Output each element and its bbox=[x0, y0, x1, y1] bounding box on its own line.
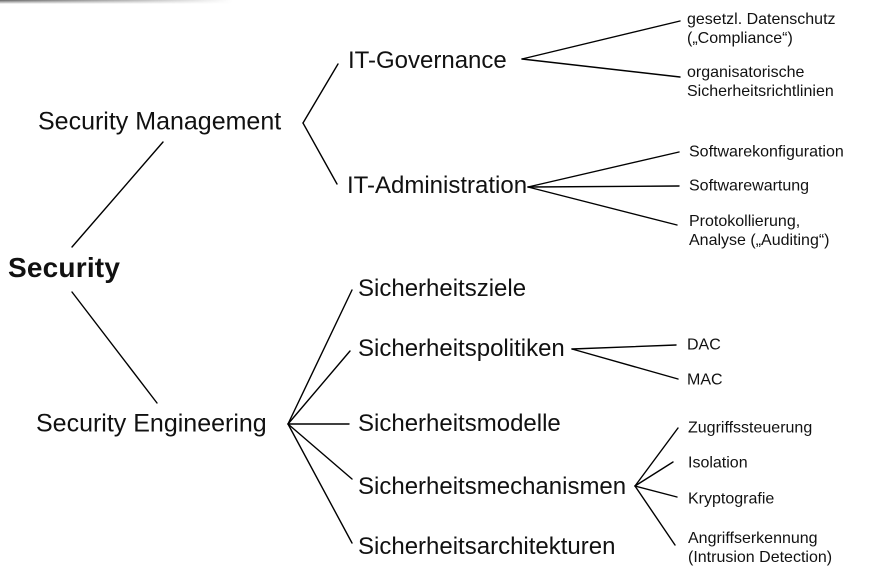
edge-sm-itadministration bbox=[302, 122, 338, 185]
edge-security-management bbox=[71, 141, 164, 248]
edge-politiken-dac bbox=[571, 344, 677, 350]
leaf-mac: MAC bbox=[687, 371, 723, 389]
edge-itg-richtlinien bbox=[521, 58, 681, 78]
leaf-isolation: Isolation bbox=[688, 454, 748, 472]
leaf-dac: DAC bbox=[687, 336, 721, 354]
node-sicherheitsziele: Sicherheitsziele bbox=[358, 275, 527, 302]
edge-se-architekturen bbox=[287, 423, 353, 544]
edge-se-mechanismen bbox=[287, 423, 353, 480]
node-security: Security bbox=[8, 252, 121, 283]
node-security-management: Security Management bbox=[38, 107, 282, 136]
leaf-softwarewartung: Softwarewartung bbox=[689, 177, 810, 195]
edge-itg-datenschutz bbox=[521, 20, 681, 60]
node-sicherheitsmodelle: Sicherheitsmodelle bbox=[358, 410, 561, 437]
edge-security-engineering bbox=[71, 291, 158, 404]
leaf-protokollierung-analyse: Protokollierung, Analyse („Auditing“) bbox=[689, 213, 830, 249]
edge-mech-zugriff bbox=[634, 427, 679, 487]
leaf-softwarekonfiguration: Softwarekonfiguration bbox=[689, 143, 844, 161]
screenshot-edge-artifact bbox=[0, 0, 232, 4]
edge-mech-kryptografie bbox=[634, 485, 678, 498]
leaf-angriffserkennung: Angriffserkennung (Intrusion Detection) bbox=[688, 530, 833, 566]
node-sicherheitsarchitekturen: Sicherheitsarchitekturen bbox=[358, 533, 616, 560]
leaf-zugriffssteuerung: Zugriffssteuerung bbox=[688, 419, 813, 437]
leaf-kryptografie: Kryptografie bbox=[688, 490, 775, 508]
edge-ita-softwarewartung bbox=[527, 185, 680, 188]
edge-ita-protokollierung bbox=[527, 186, 678, 226]
node-it-administration: IT-Administration bbox=[347, 172, 528, 199]
edge-sm-itgovernance bbox=[302, 63, 339, 124]
leaf-gesetzl-datenschutz: gesetzl. Datenschutz („Compliance“) bbox=[687, 11, 836, 47]
edge-se-ziele bbox=[287, 289, 353, 425]
node-it-governance: IT-Governance bbox=[348, 47, 507, 74]
node-security-engineering: Security Engineering bbox=[36, 409, 267, 438]
edge-se-politiken bbox=[287, 350, 351, 425]
edge-mech-isolation bbox=[634, 461, 674, 487]
leaf-organisatorische-richtlinien: organisatorische Sicherheitsrichtlinien bbox=[687, 64, 834, 100]
edge-politiken-mac bbox=[571, 348, 679, 380]
edge-mech-angriffserkennung bbox=[634, 485, 676, 546]
edge-ita-softwarekonfiguration bbox=[527, 151, 680, 188]
node-sicherheitsmechanismen: Sicherheitsmechanismen bbox=[358, 473, 627, 500]
node-sicherheitspolitiken: Sicherheitspolitiken bbox=[358, 335, 565, 362]
